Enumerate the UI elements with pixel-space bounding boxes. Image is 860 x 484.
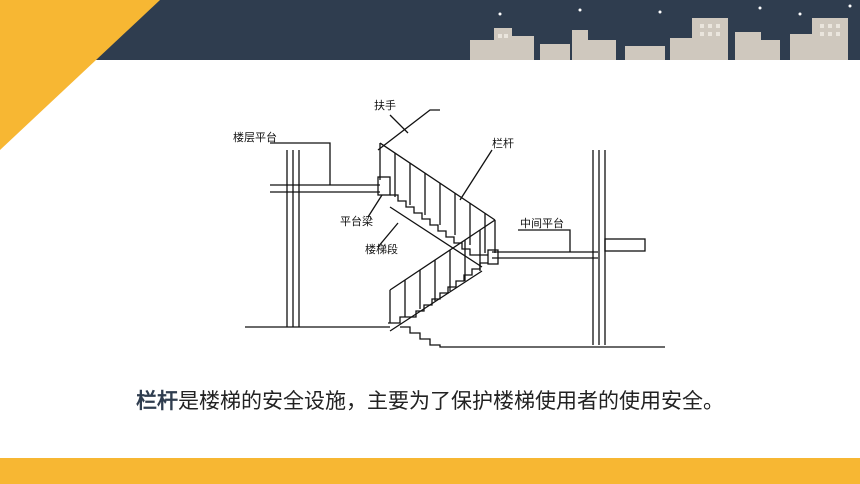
corner-accent-triangle: [0, 0, 160, 150]
label-baluster: 栏杆: [492, 136, 514, 150]
staircase-section-diagram: 扶手 楼层平台 栏杆 平台梁 中间平台 楼梯段: [233, 98, 665, 348]
caption: 栏杆是楼梯的安全设施，主要为了保护楼梯使用者的使用安全。: [0, 385, 860, 415]
caption-text: 是楼梯的安全设施，主要为了保护楼梯使用者的使用安全。: [178, 389, 724, 413]
label-floor-platform: 楼层平台: [233, 130, 277, 144]
label-handrail: 扶手: [374, 98, 396, 112]
city-skyline-decoration: [470, 4, 852, 60]
label-platform-beam: 平台梁: [340, 214, 373, 228]
footer-bar: [0, 458, 860, 484]
caption-keyword: 栏杆: [136, 389, 178, 413]
label-stair-flight: 楼梯段: [365, 242, 398, 256]
label-middle-platform: 中间平台: [520, 216, 564, 230]
